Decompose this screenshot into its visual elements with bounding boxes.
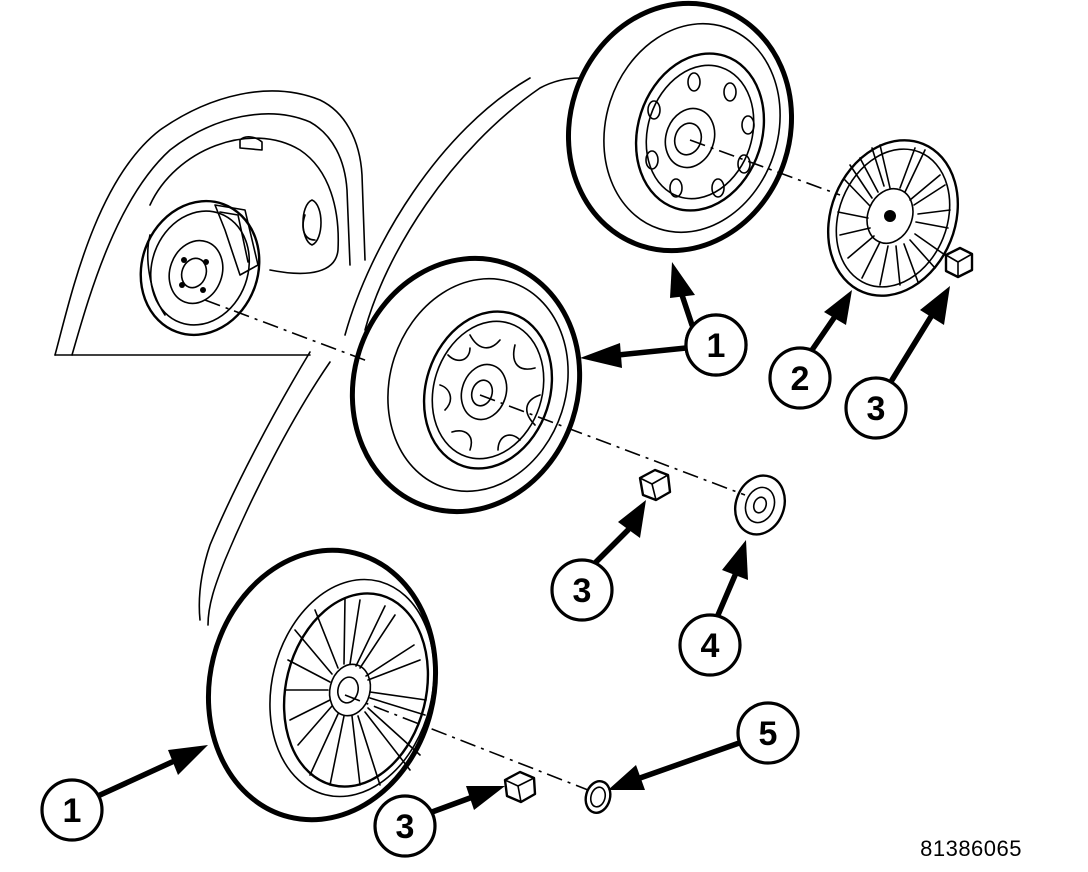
svg-text:1: 1 xyxy=(707,327,726,365)
wheel-top-steel xyxy=(565,0,795,254)
svg-text:3: 3 xyxy=(573,572,592,610)
svg-text:5: 5 xyxy=(759,715,778,753)
callout-2: 2 xyxy=(768,290,852,410)
callout-3-middle: 3 xyxy=(550,500,646,622)
lug-nut-bottom xyxy=(503,770,537,804)
callout-4: 4 xyxy=(678,540,748,677)
svg-text:3: 3 xyxy=(867,390,886,428)
callout-3-bottom: 3 xyxy=(373,786,505,858)
axis-centerlines xyxy=(204,139,841,791)
callout-3-top: 3 xyxy=(844,286,950,440)
svg-text:1: 1 xyxy=(63,792,82,830)
wheel-bottom-alloy xyxy=(205,547,439,823)
vehicle-fender-outline xyxy=(54,90,366,356)
figure-number: 81386065 xyxy=(920,836,1022,861)
lug-nut-middle xyxy=(638,468,672,502)
callout-1-middle-label: 1 xyxy=(684,313,748,377)
brake-rotor-hub xyxy=(139,199,261,337)
svg-text:3: 3 xyxy=(396,808,415,846)
center-cap-emblem xyxy=(584,780,612,814)
svg-text:4: 4 xyxy=(701,627,720,665)
svg-text:2: 2 xyxy=(791,360,810,398)
callout-5: 5 xyxy=(608,701,800,790)
callout-1-bottom: 1 xyxy=(40,745,208,842)
background-body-outline xyxy=(198,77,581,626)
wheel-middle-styled xyxy=(349,255,583,515)
lug-nut-top xyxy=(944,246,974,279)
wheel-cover-hubcap xyxy=(826,139,960,297)
center-cap xyxy=(734,474,786,536)
callout-1-middle xyxy=(580,343,689,368)
